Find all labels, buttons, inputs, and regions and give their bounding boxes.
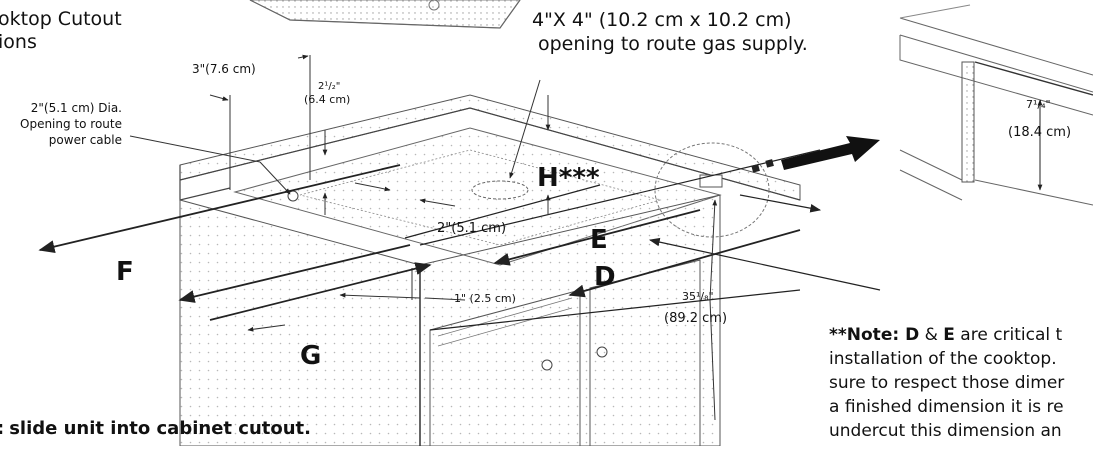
instruction-body: slide unit into cabinet cutout. bbox=[9, 418, 311, 439]
letter-f: F bbox=[116, 257, 134, 287]
note-prefix: **Note: bbox=[829, 325, 905, 345]
power-opening-label-line-3: power cable bbox=[49, 133, 122, 147]
note-line-3: sure to respect those dimer bbox=[829, 373, 1064, 393]
gas-opening bbox=[471, 180, 529, 200]
zoom-arrow bbox=[751, 136, 880, 173]
letter-h: H*** bbox=[537, 163, 600, 193]
instruction-text: :slide unit into cabinet cutout. bbox=[0, 418, 311, 439]
note-amp: & bbox=[919, 325, 943, 345]
power-opening-label-line-2: Opening to route bbox=[20, 117, 122, 131]
title-line-1: oktop Cutout bbox=[0, 8, 122, 30]
instruction-lead: : bbox=[0, 418, 4, 439]
power-opening-label-line-1: 2"(5.1 cm) Dia. bbox=[31, 101, 122, 115]
dim-depth-cm: (89.2 cm) bbox=[664, 311, 727, 326]
cooktop-underside bbox=[249, 0, 521, 29]
dim-2-half-inch: 2¹/₂" bbox=[318, 81, 340, 92]
note-line-2: installation of the cooktop. bbox=[829, 349, 1057, 369]
note-rest: are critical t bbox=[955, 325, 1063, 345]
dim-2-inch: 2"(5.1 cm) bbox=[437, 221, 506, 236]
leaders bbox=[129, 54, 718, 421]
dim-2-half-cm: (6.4 cm) bbox=[304, 93, 350, 106]
dim-3-inch: 3"(7.6 cm) bbox=[192, 62, 256, 76]
dim-detail-inch: 7¹/₄" bbox=[1026, 98, 1051, 111]
letter-g: G bbox=[300, 341, 321, 371]
gas-opening-label-line-2: opening to route gas supply. bbox=[538, 33, 808, 55]
dimension-lines bbox=[38, 149, 881, 331]
gas-opening-label-line-1: 4"X 4" (10.2 cm x 10.2 cm) bbox=[532, 9, 792, 31]
title-line-2: ions bbox=[0, 31, 37, 53]
note-line-5: undercut this dimension an bbox=[829, 421, 1062, 441]
letter-e: E bbox=[590, 225, 608, 255]
note-line-4: a finished dimension it is re bbox=[829, 397, 1064, 417]
dim-depth-inch: 35¹/₈" bbox=[682, 290, 714, 303]
dim-1-inch: 1" (2.5 cm) bbox=[454, 292, 516, 305]
dim-detail-cm: (18.4 cm) bbox=[1008, 125, 1071, 140]
note-d: D bbox=[905, 325, 919, 345]
letter-d: D bbox=[594, 262, 616, 292]
note-line-1: **Note: D & E are critical t bbox=[829, 325, 1063, 345]
detail-view bbox=[899, 4, 1093, 206]
note-e: E bbox=[943, 325, 955, 345]
